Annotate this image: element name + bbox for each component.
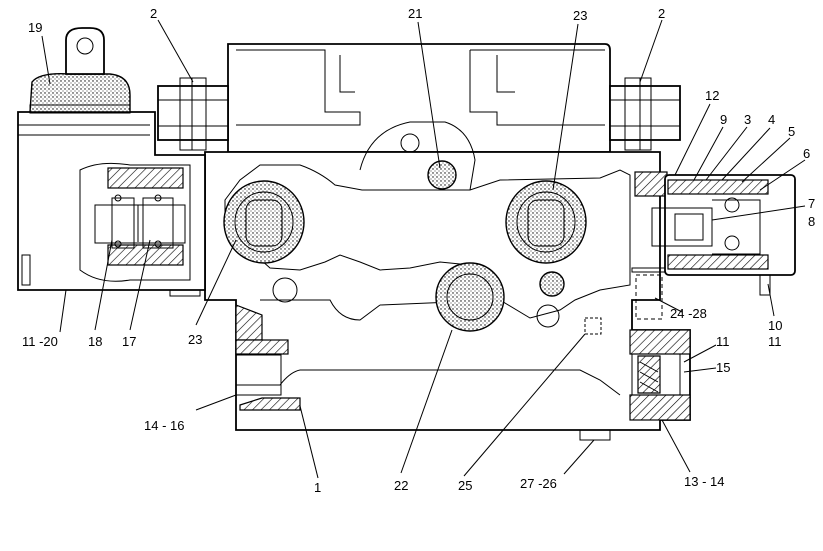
callout-6: 6	[803, 146, 810, 161]
left-end-housing	[17, 111, 206, 297]
callout-11-20: 11 -20	[22, 334, 58, 349]
breather-cap	[29, 27, 131, 114]
callout-18: 18	[88, 334, 102, 349]
callout-3: 3	[744, 112, 751, 127]
callout-14-16: 14 - 16	[144, 418, 184, 433]
callout-19: 19	[28, 20, 42, 35]
callout-23-top: 23	[573, 8, 587, 23]
bottom-fitting	[579, 429, 611, 441]
small-seal-21	[427, 160, 457, 190]
callout-2-left: 2	[150, 6, 157, 21]
callout-10: 10	[768, 318, 782, 333]
port-seal-left	[223, 180, 305, 264]
callout-1: 1	[314, 480, 321, 495]
callout-27-26: 27 -26	[520, 476, 557, 491]
leader-lines	[41, 19, 806, 479]
port-seal-right	[505, 180, 587, 264]
small-seal-right	[539, 271, 565, 297]
callout-13-14: 13 - 14	[684, 474, 724, 489]
callout-25: 25	[458, 478, 472, 493]
callout-22: 22	[394, 478, 408, 493]
callout-12: 12	[705, 88, 719, 103]
callout-2-right: 2	[658, 6, 665, 21]
hidden-detail	[584, 274, 663, 335]
callout-21: 21	[408, 6, 422, 21]
plug-lower-left	[235, 304, 301, 411]
callout-9: 9	[720, 112, 727, 127]
callout-4: 4	[768, 112, 775, 127]
callout-23-bottom: 23	[188, 332, 202, 347]
relief-valve-assembly	[631, 171, 796, 296]
fitting-left	[157, 77, 229, 151]
fitting-right	[609, 77, 681, 151]
callout-11-right: 11	[768, 334, 782, 349]
callout-17: 17	[122, 334, 136, 349]
callout-labels: 19 2 21 23 2 12 9 3 4 5 6 7 8 24 -28 10 …	[22, 6, 815, 495]
plug-lower-right	[629, 329, 691, 421]
callout-15: 15	[716, 360, 730, 375]
callout-5: 5	[788, 124, 795, 139]
callout-11-plug: 11	[716, 334, 730, 349]
callout-8: 8	[808, 214, 815, 229]
port-seal-center	[435, 262, 505, 332]
callout-24-28: 24 -28	[670, 306, 707, 321]
callout-7: 7	[808, 196, 815, 211]
